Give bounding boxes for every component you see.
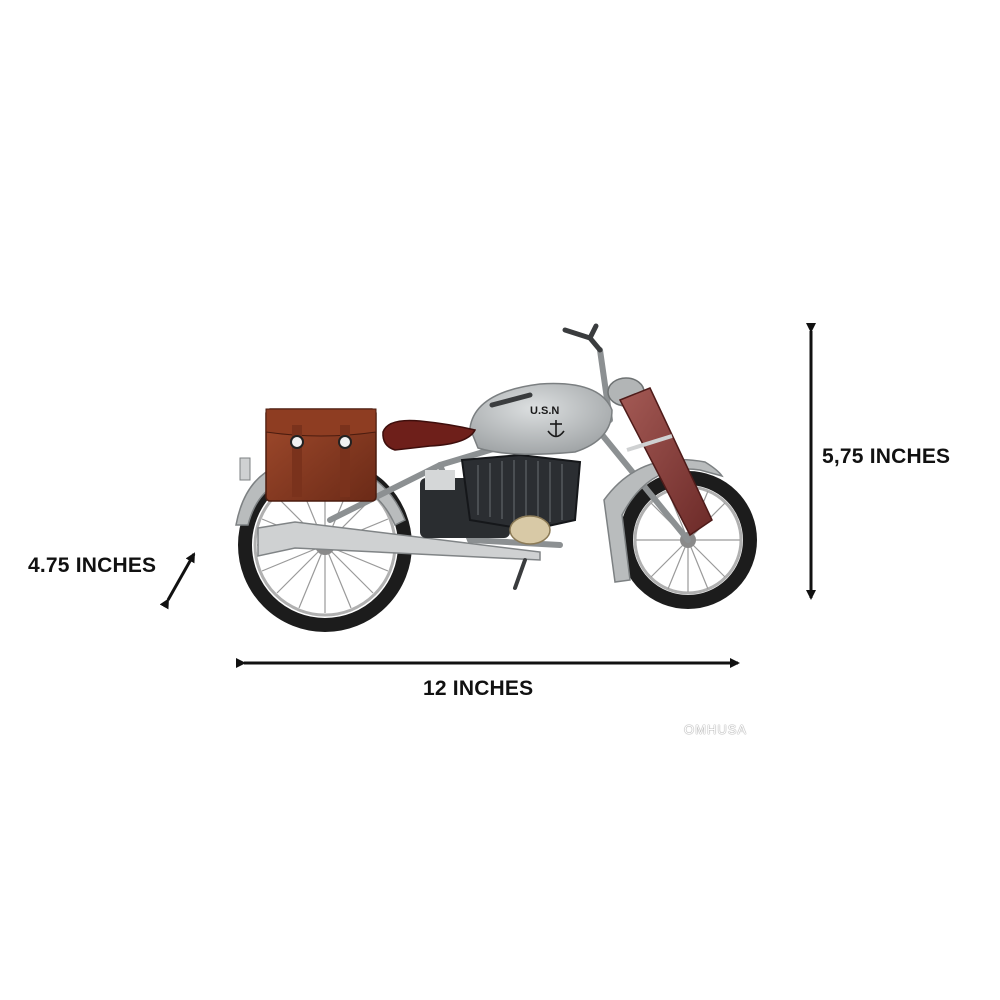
length-label: 12 INCHES [423,677,534,700]
tail-light [239,457,251,481]
watermark: OMHUSA [684,722,748,737]
saddlebag [265,408,377,502]
depth-arrow [159,552,196,610]
exhaust-pipe [257,521,541,561]
seat [382,419,477,451]
engine [420,453,582,545]
handlebars [489,323,603,408]
front-fender [603,458,724,583]
kickstand [513,558,527,590]
tank-lettering: U.S.N [530,405,559,417]
anchor-icon [547,420,565,438]
cover-strap [626,434,673,452]
depth-label: 4.75 INCHES [28,554,157,577]
front-leg-cover [618,387,713,537]
height-label: 5,75 INCHES [822,445,951,468]
fuel-tank: U.S.N [469,382,613,455]
